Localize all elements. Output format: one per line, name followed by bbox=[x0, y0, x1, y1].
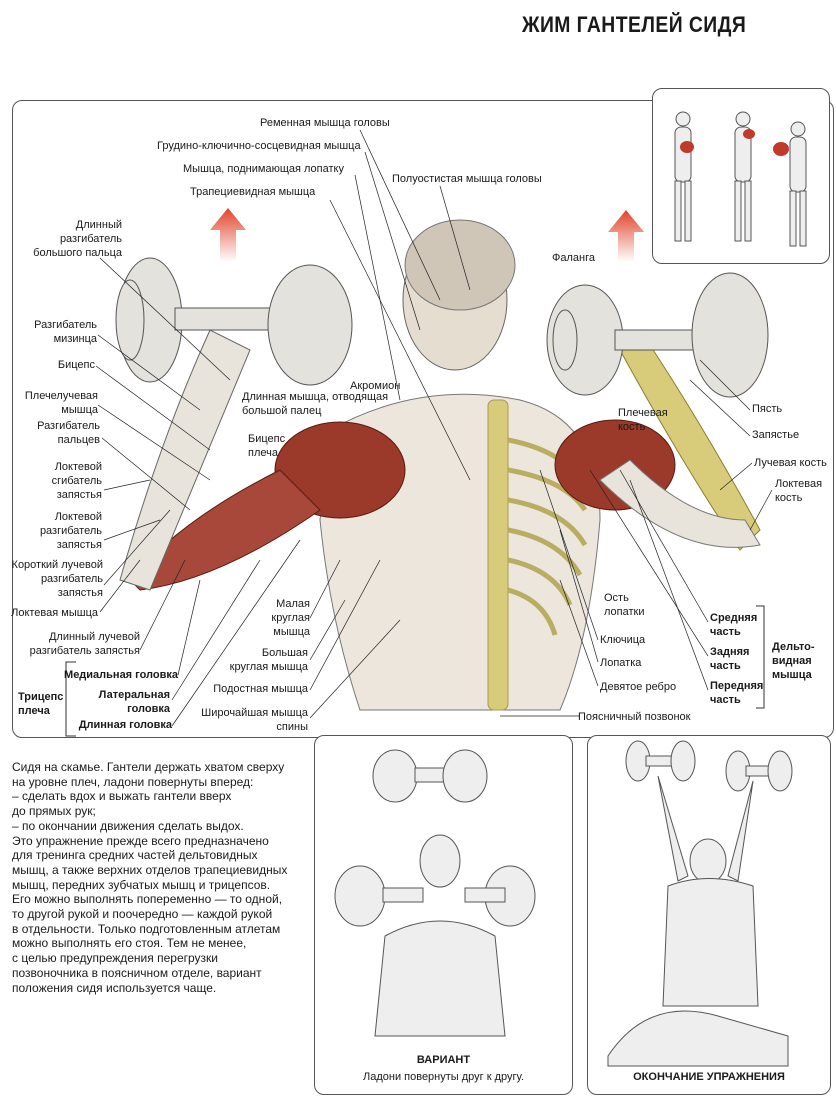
label-teres-minor: Малая круглая мышца bbox=[271, 598, 310, 638]
label-triceps-medial-head: Медиальная головка bbox=[64, 669, 178, 681]
label-ulna: Локтевая кость bbox=[775, 478, 823, 504]
label-metacarpus: Пясть bbox=[752, 403, 783, 415]
spine bbox=[487, 399, 509, 711]
label-clavicle: Ключица bbox=[600, 634, 646, 646]
label-deltoid-group: Дельто- видная мышца bbox=[772, 641, 815, 681]
label-triceps-long-head: Длинная головка bbox=[78, 719, 172, 731]
leader-lines bbox=[95, 129, 773, 727]
variant-title: ВАРИАНТ bbox=[416, 1054, 471, 1066]
end-position-illustration bbox=[607, 740, 793, 1067]
label-humerus: Плечевая кость bbox=[618, 407, 668, 433]
right-forearm-bones bbox=[619, 329, 761, 551]
three-figures-illustration bbox=[674, 111, 807, 247]
right-dumbbell bbox=[546, 272, 769, 398]
label-sternocleidomastoid: Грудино-ключично-сосцевидная мышца bbox=[157, 140, 361, 152]
label-deltoid-posterior: Задняя часть bbox=[710, 646, 750, 672]
label-abductor-pollicis-longus: Длинная мышца, отводящая большой палец bbox=[242, 391, 389, 417]
hair bbox=[404, 219, 516, 311]
label-splenius-capitis: Ременная мышца головы bbox=[260, 117, 390, 129]
label-biceps-brachii: Бицепс плеча bbox=[248, 433, 286, 459]
label-anconeus: Локтевая мышца bbox=[11, 607, 98, 619]
label-biceps: Бицепс bbox=[57, 359, 95, 371]
label-triceps-lateral-head: Латеральная головка bbox=[98, 689, 170, 715]
left-dumbbell bbox=[115, 257, 353, 386]
label-triceps-group: Трицепс плеча bbox=[18, 691, 64, 717]
label-extensor-pollicis-longus: Длинный разгибатель большого пальца bbox=[33, 219, 122, 259]
label-deltoid-anterior: Передняя часть bbox=[710, 680, 764, 706]
label-latissimus-dorsi: Широчайшая мышца спины bbox=[201, 707, 308, 733]
label-acromion: Акромион bbox=[350, 380, 401, 392]
muscle-overview-inset bbox=[652, 88, 830, 264]
up-arrow-icon bbox=[210, 208, 246, 262]
up-arrow-icon bbox=[608, 210, 644, 262]
label-semispinalis-capitis: Полуостистая мышца головы bbox=[392, 173, 542, 185]
page-title: ЖИМ ГАНТЕЛЕЙ СИДЯ bbox=[522, 12, 747, 37]
left-deltoid bbox=[274, 421, 406, 519]
label-extensor-digitorum: Разгибатель пальцев bbox=[37, 420, 100, 446]
exercise-description: Сидя на скамье. Гантели держать хватом с… bbox=[12, 760, 288, 995]
label-teres-major: Большая круглая мышца bbox=[229, 647, 308, 673]
label-extensor-carpi-radialis-brevis: Короткий лучевой разгибатель запястья bbox=[11, 559, 103, 599]
variant-illustration bbox=[334, 749, 536, 1037]
label-extensor-digiti-minimi: Разгибатель мизинца bbox=[34, 319, 97, 345]
label-lumbar-vertebra: Поясничный позвонок bbox=[578, 711, 691, 723]
label-phalanx: Фаланга bbox=[552, 252, 595, 264]
label-trapezius: Трапециевидная мышца bbox=[190, 186, 316, 198]
label-brachioradialis: Плечелучевая мышца bbox=[24, 390, 98, 416]
label-levator-scapulae: Мышца, поднимающая лопатку bbox=[183, 163, 344, 175]
label-scapula: Лопатка bbox=[600, 657, 642, 669]
left-forearm bbox=[119, 329, 251, 591]
label-extensor-carpi-ulnaris: Локтевой разгибатель запястья bbox=[39, 511, 102, 551]
variant-caption: Ладони повернуты друг к другу. bbox=[363, 1071, 524, 1083]
end-position-title: ОКОНЧАНИЕ УПРАЖНЕНИЯ bbox=[633, 1071, 785, 1083]
label-wrist: Запястье bbox=[752, 429, 800, 441]
deltoid-bracket bbox=[756, 605, 765, 709]
label-ninth-rib: Девятое ребро bbox=[600, 681, 677, 693]
end-position-panel: ОКОНЧАНИЕ УПРАЖНЕНИЯ bbox=[587, 735, 831, 1095]
label-flexor-carpi-ulnaris: Локтевой сгибатель запястья bbox=[51, 461, 102, 501]
label-infraspinatus: Подостная мышца bbox=[213, 683, 308, 695]
variant-panel: ВАРИАНТ Ладони повернуты друг к другу. bbox=[314, 735, 573, 1095]
label-deltoid-middle: Средняя часть bbox=[710, 612, 758, 638]
label-extensor-carpi-radialis-longus: Длинный лучевой разгибатель запястья bbox=[29, 631, 140, 657]
label-scapula-spine: Ость лопатки bbox=[604, 592, 645, 618]
label-radius: Лучевая кость bbox=[754, 457, 827, 469]
triceps-bracket bbox=[65, 661, 76, 737]
